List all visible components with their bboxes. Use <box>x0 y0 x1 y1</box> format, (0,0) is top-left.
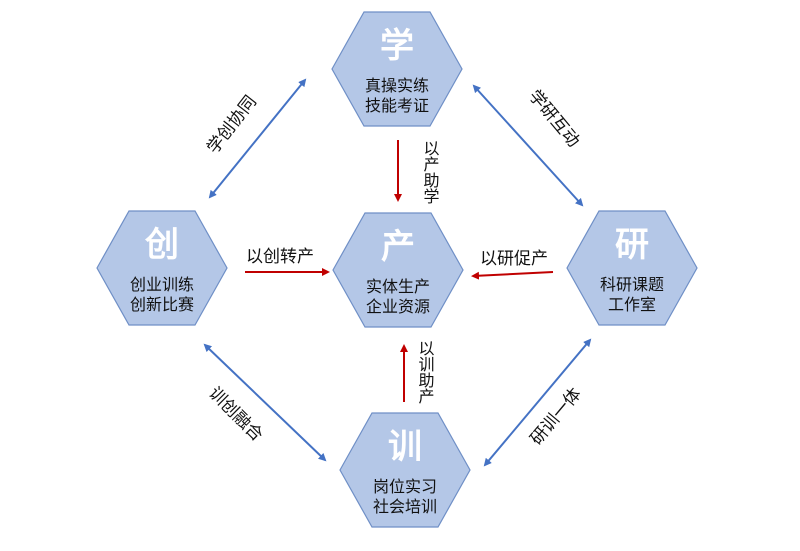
node-yan-line1: 科研课题 <box>600 275 664 294</box>
node-chan-line2: 企业资源 <box>366 297 430 316</box>
node-xun-line2: 社会培训 <box>373 497 437 516</box>
label-xue-chuang: 学创协同 <box>203 92 261 158</box>
arrow-yan-xun <box>483 338 592 467</box>
node-yan-title: 研 <box>615 225 649 265</box>
node-xun: 训 岗位实习 社会培训 <box>339 412 471 528</box>
label-chuang-chan: 以创转产 <box>246 247 314 267</box>
node-chan-line1: 实体生产 <box>366 277 430 296</box>
node-yan-line2: 工作室 <box>608 295 656 314</box>
arrow-xue-yan <box>472 84 584 207</box>
node-chuang-line2: 创新比赛 <box>130 295 194 314</box>
arrow-chuang-xun <box>203 343 327 462</box>
node-xue-title: 学 <box>380 26 414 66</box>
label-xun-chuang: 训创融合 <box>204 383 266 445</box>
node-xun-title: 训 <box>388 427 422 467</box>
label-xun-chan: 以训助产 <box>416 340 435 404</box>
node-xue-line2: 技能考证 <box>365 96 429 115</box>
label-chan-xue: 以产助学 <box>421 140 440 204</box>
node-chuang-line1: 创业训练 <box>130 275 194 294</box>
label-yan-chan: 以研促产 <box>480 249 548 269</box>
node-chuang-title: 创 <box>144 225 179 265</box>
node-xue: 学 真操实练 技能考证 <box>331 11 463 127</box>
node-xue-line1: 真操实练 <box>365 76 429 95</box>
node-chan: 产 实体生产 企业资源 <box>332 212 464 328</box>
node-xun-line1: 岗位实习 <box>373 477 437 496</box>
arrow-xue-chuang <box>208 78 307 199</box>
arrow-yan-chan <box>471 271 554 280</box>
node-chan-title: 产 <box>381 227 415 267</box>
label-xue-yan: 学研互动 <box>524 86 583 151</box>
node-yan: 研 科研课题 工作室 <box>566 210 698 326</box>
label-yan-xun: 研训一体 <box>527 384 586 449</box>
node-chuang: 创 创业训练 创新比赛 <box>96 210 228 326</box>
